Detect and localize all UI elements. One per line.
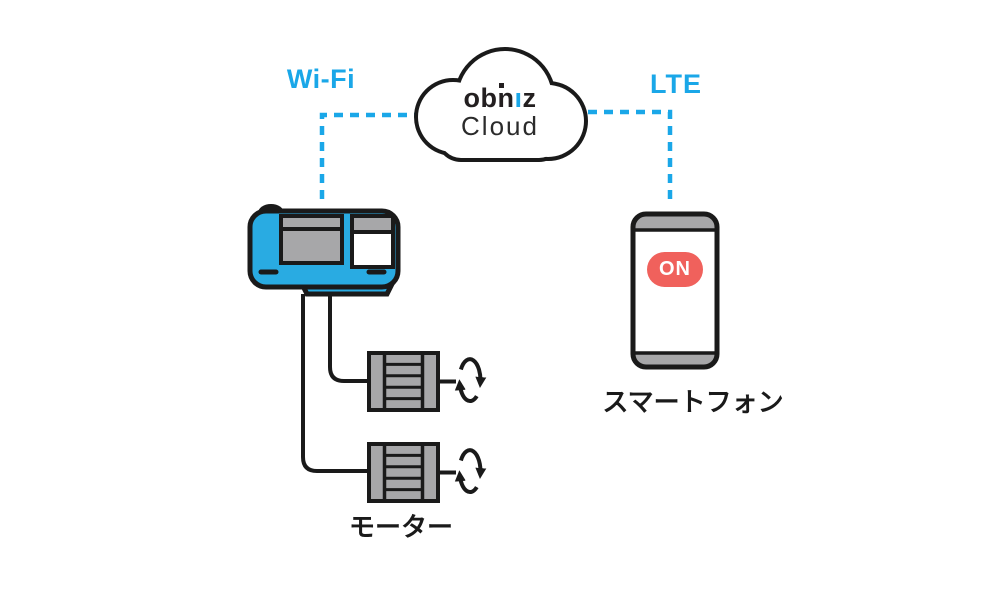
logo-part-i: ı [514,83,523,113]
logo-part-n: n [497,83,515,113]
board-side-module-top [350,214,395,234]
motor-caption: モーター [348,512,453,542]
logo-part-ob: ob [463,83,498,113]
phone-bottom-bar [633,353,717,367]
rotation-arrow-icon [454,357,487,403]
obniz-board-icon [247,204,401,297]
motor-icon [367,351,456,412]
lte-label: LTE [650,69,702,99]
on-button-label: ON [659,258,691,280]
obniz-logo: obnız [430,83,570,114]
rotation-arrow-icon [454,448,487,494]
phone-body [633,214,717,367]
logo-part-z: z [522,83,537,113]
board-display-panel [279,214,344,265]
cloud-label: Cloud [461,111,539,141]
phone-outline [630,211,720,370]
wifi-dashed-connector [319,112,420,199]
wire-to-motor-1 [328,294,369,383]
wire-to-motor-2 [301,294,369,473]
motor-icon [367,442,456,503]
smartphone-icon [630,211,720,370]
phone-top-bar [633,214,717,230]
cloud-icon [414,47,588,162]
wifi-label: Wi-Fi [286,64,356,94]
on-button [647,252,703,287]
smartphone-caption: スマートフォン [602,387,784,417]
lte-dashed-connector [588,109,673,199]
